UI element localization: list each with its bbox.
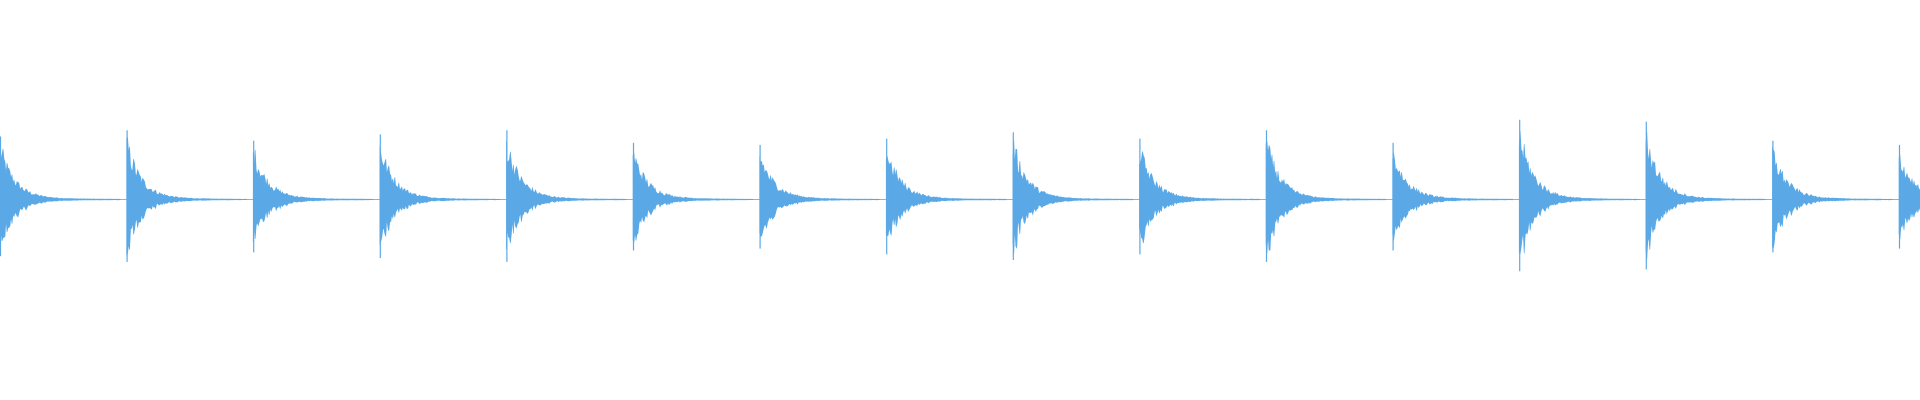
waveform-transient (1139, 151, 1260, 244)
waveform-transient (1012, 140, 1134, 254)
waveform-transient (252, 149, 374, 243)
waveform-transient (0, 146, 121, 250)
waveform-transient (1772, 147, 1893, 249)
waveform-transient (1265, 141, 1387, 253)
waveform-transient (632, 152, 754, 243)
waveform-transient (1645, 131, 1767, 260)
waveform-transient (759, 156, 880, 237)
waveform-transient (126, 136, 247, 256)
waveform-transient (379, 146, 501, 245)
waveform-transient (885, 155, 1007, 237)
waveform-transient (1898, 155, 1920, 239)
waveform-transient (1518, 131, 1640, 255)
waveform-transient (506, 141, 627, 250)
waveform-transient (1392, 152, 1513, 241)
waveform-transients (0, 119, 1920, 272)
